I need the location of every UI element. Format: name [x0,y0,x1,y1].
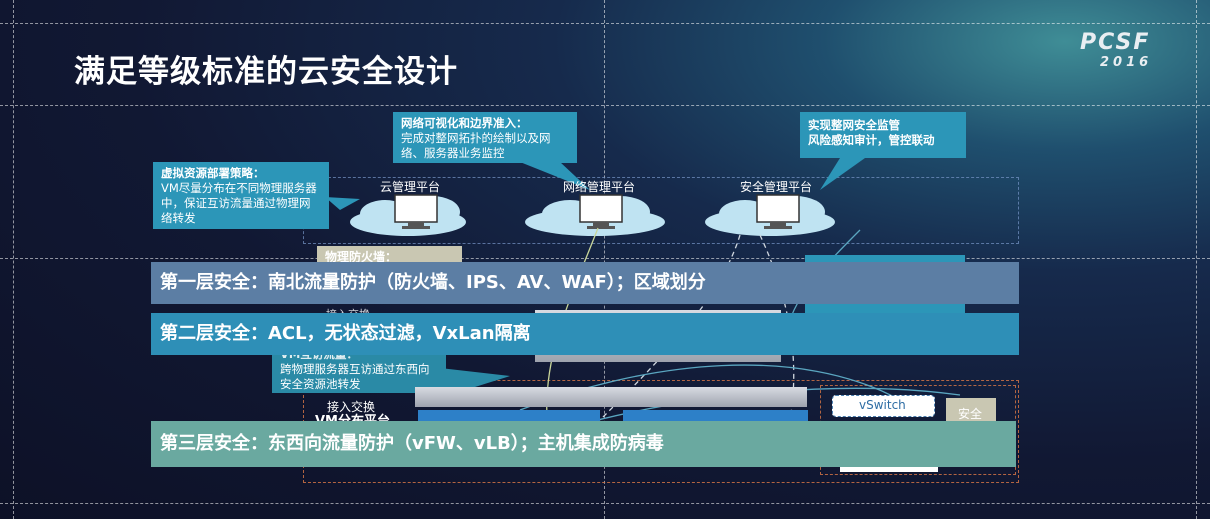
callout-network-head: 网络可视化和边界准入： [401,116,528,130]
guide-line-right [1196,0,1197,519]
firewall-callout: 物理防火墙： [317,246,462,266]
callout-network-visibility: 网络可视化和边界准入： 完成对整网拓扑的绘制以及网络、服务器业务监控 [393,112,577,163]
guide-line-top [0,23,1210,24]
guide-line-middle [0,258,1210,259]
monitor-icon-3 [756,194,800,229]
logo-year: 2016 [1100,55,1153,70]
security-platform-label: 安全管理平台 [740,180,813,194]
monitor-icon-1 [394,194,438,229]
callout-virtual-head: 虚拟资源部署策略： [161,166,265,180]
guide-line-upper [0,105,1210,106]
guide-line-center [604,0,605,519]
callout-network-body: 完成对整网拓扑的绘制以及网络、服务器业务监控 [401,131,551,160]
slide-title: 满足等级标准的云安全设计 [74,54,458,90]
layer-2-band: 第二层安全：ACL，无状态过滤，VxLan隔离 [151,313,1019,355]
callout-vm-traffic-body: 跨物理服务器互访通过东西向安全资源池转发 [280,362,430,391]
firewall-callout-head: 物理防火墙： [325,250,398,264]
guide-line-bottom [0,503,1210,504]
network-platform-label: 网络管理平台 [563,180,636,194]
vswitch-box: vSwitch [832,395,935,417]
security-resource-label: 安全 [958,407,983,421]
vm-host-white [840,466,938,472]
logo: PCSF [1080,30,1151,55]
callout-pointer-network [520,162,590,190]
callout-virtual-resource: 虚拟资源部署策略： VM尽量分布在不同物理服务器中，保证互访流量通过物理网络转发 [153,162,329,229]
layer-1-band: 第一层安全：南北流量防护（防火墙、IPS、AV、WAF）；区域划分 [151,262,1019,304]
server-rack-bar [415,387,807,407]
callout-virtual-body: VM尽量分布在不同物理服务器中，保证互访流量通过物理网络转发 [161,181,317,225]
guide-line-left [13,0,14,519]
vswitch-label: vSwitch [859,398,906,412]
callout-pointer-security [820,158,865,190]
layer-3-band: 第三层安全：东西向流量防护（vFW、vLB）；主机集成防病毒 [151,421,1016,467]
callout-pointer-virtual [325,197,360,210]
callout-security-head: 实现整网安全监管 [808,118,900,132]
access-switch-label: 接入交换 [327,400,376,414]
cloud-platform-label: 云管理平台 [380,180,441,194]
callout-security-body: 风险感知审计，管控联动 [808,133,935,147]
monitor-icon-2 [579,194,623,229]
callout-security-monitor: 实现整网安全监管 风险感知审计，管控联动 [800,112,966,158]
